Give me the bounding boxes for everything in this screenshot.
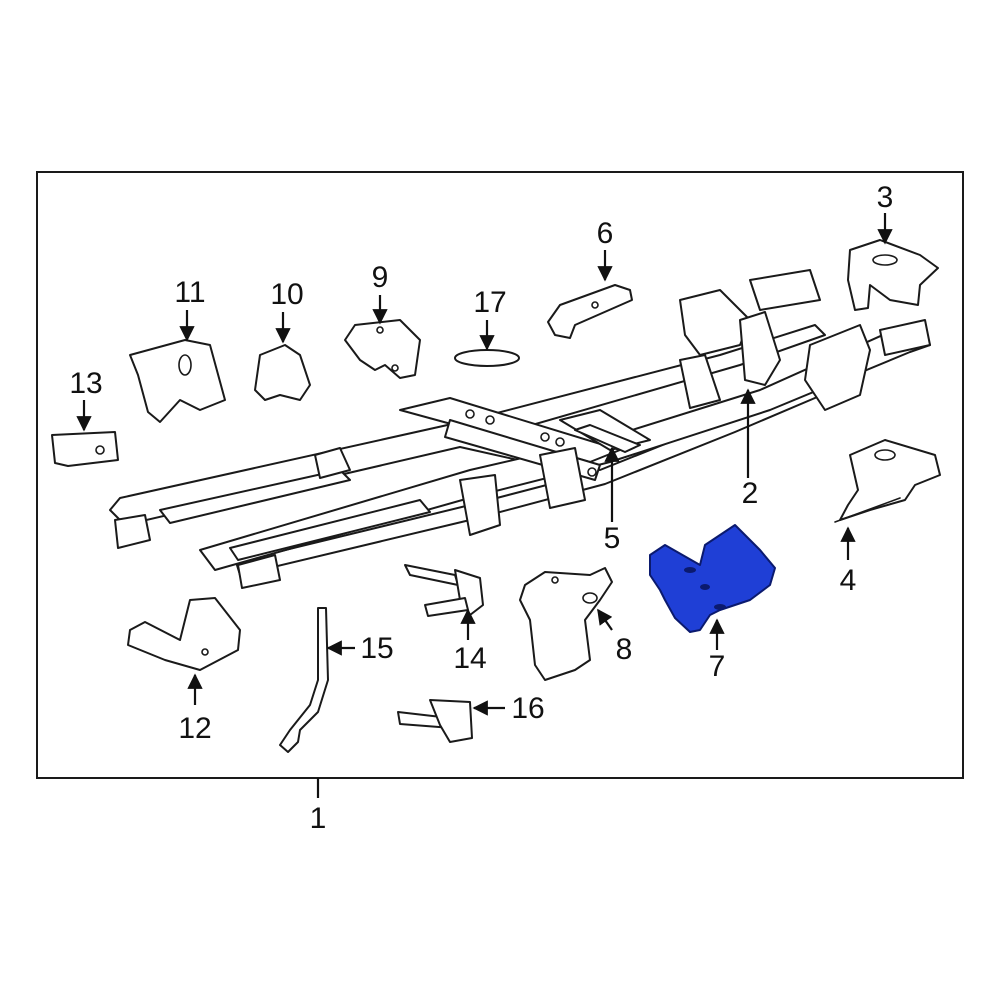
part-12-bracket[interactable]	[127, 597, 241, 671]
callout-15: 15	[360, 632, 393, 665]
part-10-bracket[interactable]	[254, 344, 311, 401]
callout-7: 7	[709, 650, 726, 683]
part-14-bolt-set[interactable]	[404, 564, 484, 617]
frame-assembly[interactable]	[109, 269, 931, 589]
part-17-plug[interactable]	[454, 349, 520, 367]
callout-11: 11	[174, 276, 205, 309]
callout-10: 10	[270, 278, 303, 311]
callout-3: 3	[877, 181, 894, 214]
callout-17: 17	[473, 286, 506, 319]
callout-labels: 1 2 3 4 5 6 7 8 9 10 11 12 13 14 15 16 1…	[69, 181, 893, 835]
leader-arrows	[76, 213, 893, 716]
part-13-bracket[interactable]	[51, 431, 119, 467]
callout-1: 1	[310, 802, 327, 835]
part-6-bracket[interactable]	[547, 284, 633, 339]
callout-13: 13	[69, 367, 102, 400]
callout-16: 16	[511, 692, 544, 725]
part-11-bracket[interactable]	[129, 339, 226, 423]
diagram-border	[36, 171, 964, 779]
callout-14: 14	[453, 642, 486, 675]
part-3-bracket[interactable]	[847, 239, 939, 311]
callout-12: 12	[178, 712, 211, 745]
part-16-bolt-set[interactable]	[397, 699, 473, 743]
callout-8: 8	[616, 633, 633, 666]
part-8-bracket[interactable]	[519, 567, 613, 681]
part-15-pipe[interactable]	[279, 607, 329, 753]
part-9-bracket[interactable]	[344, 319, 421, 379]
part-4-bracket[interactable]	[834, 439, 941, 523]
part-2-bracket[interactable]	[739, 311, 781, 386]
part-5-crossmember[interactable]	[574, 424, 641, 453]
callout-5: 5	[604, 522, 621, 555]
callout-6: 6	[597, 217, 614, 250]
callout-2: 2	[742, 477, 759, 510]
callout-4: 4	[840, 564, 857, 597]
part-7-skid-plate[interactable]	[649, 524, 776, 633]
callout-9: 9	[372, 261, 389, 294]
